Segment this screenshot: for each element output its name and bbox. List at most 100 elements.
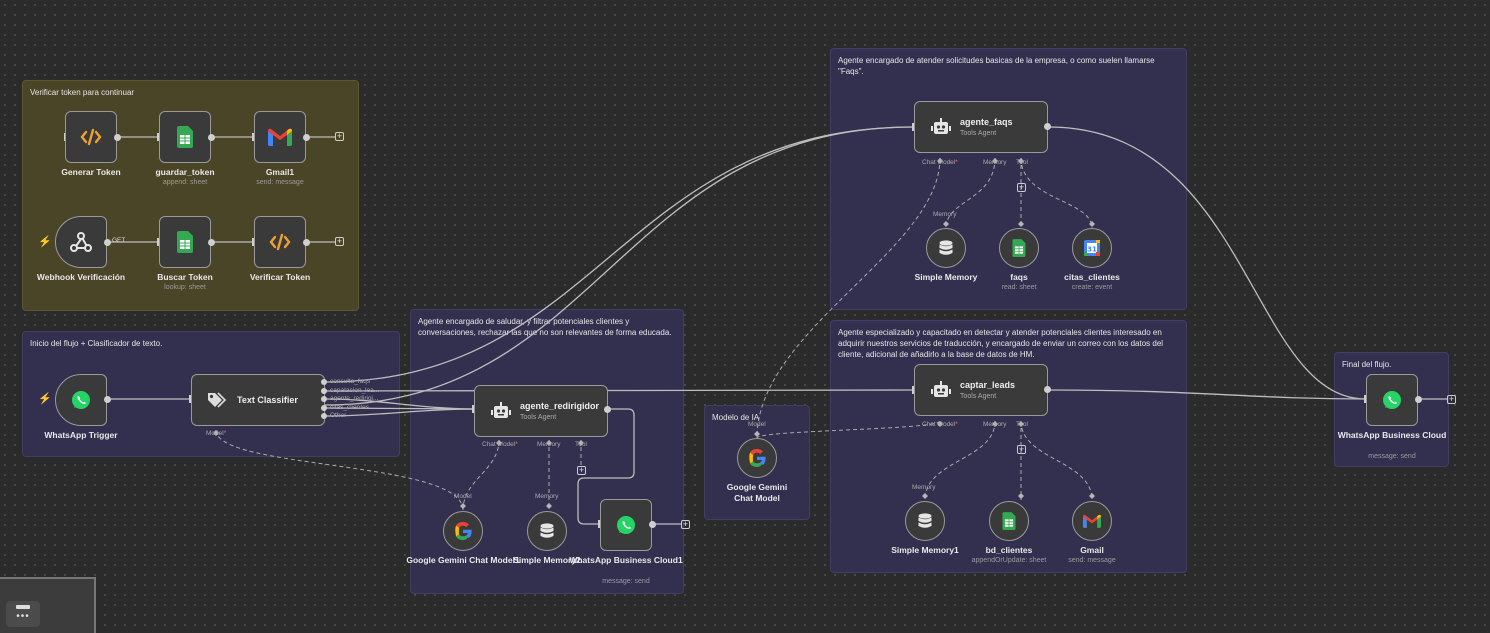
node-agente-faqs[interactable]: agente_faqs Tools Agent <box>914 101 1048 153</box>
node-whatsapp-business-cloud1[interactable] <box>600 499 652 551</box>
output-handle[interactable] <box>114 134 121 141</box>
svg-text:31: 31 <box>1087 246 1097 254</box>
node-captar-leads[interactable]: captar_leads Tools Agent <box>914 364 1048 416</box>
node-subtitle: send: message <box>1068 557 1116 564</box>
output-label-citas-clientes: citas_clientes <box>330 404 370 411</box>
output-handle[interactable] <box>649 521 656 528</box>
output-handle[interactable] <box>1044 123 1051 130</box>
output-handle[interactable] <box>104 239 111 246</box>
add-tool-button[interactable] <box>1017 445 1026 454</box>
output-handle[interactable] <box>208 239 215 246</box>
node-agente-redirigidor[interactable]: agente_redirigidor Tools Agent <box>474 385 608 437</box>
output-handle[interactable] <box>208 134 215 141</box>
port-tool: Tool <box>575 441 587 448</box>
output-handle[interactable] <box>321 388 327 394</box>
sticky-text: Agente encargado de atender solicitudes … <box>838 56 1155 76</box>
node-buscar-token[interactable] <box>159 216 211 268</box>
trigger-bolt-icon: ⚡ <box>38 236 52 248</box>
output-handle[interactable] <box>1044 386 1051 393</box>
port-memory: Memory <box>537 441 561 448</box>
node-label: bd_clientes <box>985 545 1033 555</box>
output-handle[interactable] <box>104 396 111 403</box>
node-subtitle: message: send <box>602 578 650 585</box>
node-label: Simple Memory1 <box>891 545 959 555</box>
port-memory: Memory <box>535 493 559 500</box>
port-tool: Tool <box>1016 421 1028 428</box>
google-icon <box>455 522 472 540</box>
database-icon <box>918 513 932 528</box>
output-handle[interactable] <box>321 413 327 419</box>
whatsapp-icon <box>1383 391 1401 409</box>
node-subtitle: send: message <box>256 179 304 186</box>
wire-citas-out <box>324 407 475 410</box>
output-handle[interactable] <box>321 396 327 402</box>
node-webhook-verificacion[interactable] <box>55 216 107 268</box>
node-subtitle: Tools Agent <box>960 393 997 400</box>
add-tool-button[interactable] <box>577 466 586 475</box>
node-bd-clientes[interactable] <box>989 501 1029 541</box>
output-handle[interactable] <box>604 406 611 413</box>
google-icon <box>749 449 766 467</box>
database-icon <box>939 240 953 255</box>
add-tool-button[interactable] <box>1017 183 1026 192</box>
node-label: Google Gemini Chat Model <box>726 482 788 503</box>
wire-faqs-out-2 <box>324 126 915 406</box>
node-simple-memory1[interactable] <box>905 501 945 541</box>
node-simple-memory2[interactable] <box>527 511 567 551</box>
node-whatsapp-trigger[interactable] <box>55 374 107 426</box>
output-handle[interactable] <box>303 239 310 246</box>
sticky-text: Agente especializado y capacitado en det… <box>838 328 1164 359</box>
output-handle[interactable] <box>303 134 310 141</box>
add-node-button[interactable] <box>335 237 344 246</box>
add-node-button[interactable] <box>681 520 690 529</box>
port-memory: Memory <box>933 211 957 218</box>
node-subtitle: Tools Agent <box>520 414 557 421</box>
add-node-button[interactable] <box>335 132 344 141</box>
node-faqs[interactable] <box>999 228 1039 268</box>
wire-leads-out <box>324 389 915 392</box>
node-label: guardar_token <box>155 167 215 177</box>
robot-icon <box>491 402 511 418</box>
output-handle[interactable] <box>1415 396 1422 403</box>
code-icon <box>269 233 291 251</box>
node-verificar-token[interactable] <box>254 216 306 268</box>
keyboard-icon[interactable]: ••• <box>6 601 40 627</box>
wire-leads-final <box>1047 389 1367 400</box>
robot-icon <box>931 381 951 397</box>
node-generar-token[interactable] <box>65 111 117 163</box>
node-label: Text Classifier <box>237 395 298 405</box>
output-handle[interactable] <box>321 405 327 411</box>
node-google-gemini-chat-model[interactable] <box>737 438 777 478</box>
trigger-bolt-icon: ⚡ <box>38 393 52 405</box>
wire-leads-tool-gmail <box>1020 420 1093 501</box>
node-simple-memory[interactable] <box>926 228 966 268</box>
node-label: Generar Token <box>61 167 121 177</box>
google-sheets-icon <box>1012 239 1026 257</box>
node-label: citas_clientes <box>1064 272 1120 282</box>
wire-leads-chatmodel <box>756 420 941 439</box>
node-citas-clientes[interactable]: 31 <box>1072 228 1112 268</box>
node-label: agente_faqs <box>960 117 1013 127</box>
node-label: agente_redirigidor <box>520 401 600 411</box>
wire-faqs-final <box>1047 126 1367 400</box>
node-guardar-token[interactable] <box>159 111 211 163</box>
node-gmail1[interactable] <box>254 111 306 163</box>
node-google-gemini-chat-model1[interactable] <box>443 511 483 551</box>
output-label-captacion-leads: capatacion_lea... <box>330 387 380 394</box>
node-subtitle: message: send <box>1368 453 1416 460</box>
sticky-captar-leads[interactable]: Agente especializado y capacitado en det… <box>830 320 1187 573</box>
sticky-text: Modelo de IA <box>712 413 760 422</box>
node-whatsapp-business-cloud[interactable] <box>1366 374 1418 426</box>
node-gmail[interactable] <box>1072 501 1112 541</box>
add-node-button[interactable] <box>1447 395 1456 404</box>
node-text-classifier[interactable]: Text Classifier <box>191 374 325 426</box>
wire-classifier-model <box>215 429 464 511</box>
node-label: Simple Memory <box>914 272 978 282</box>
sticky-agente-faqs[interactable]: Agente encargado de atender solicitudes … <box>830 48 1187 310</box>
node-subtitle: create: event <box>1071 284 1113 291</box>
gmail-icon <box>1083 514 1101 528</box>
output-handle[interactable] <box>321 379 327 385</box>
http-method-label: GET <box>112 237 126 244</box>
wire-redir-chatmodel <box>462 439 500 511</box>
